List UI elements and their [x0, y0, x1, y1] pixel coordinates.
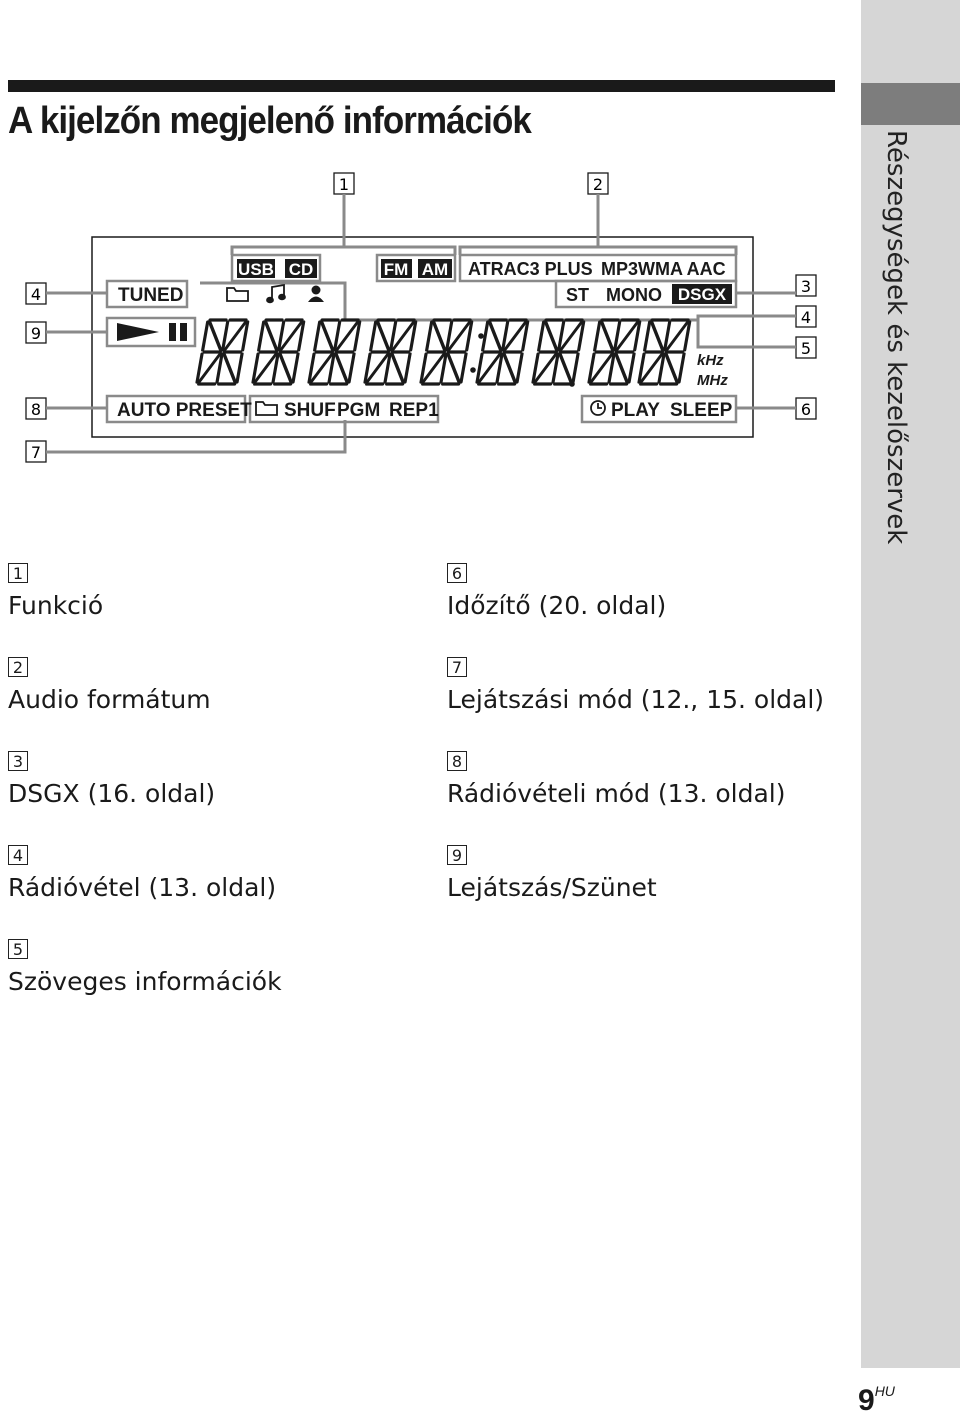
- page-number-value: 9: [858, 1384, 875, 1417]
- page-heading: A kijelzőn megjelenő információk: [8, 100, 532, 142]
- legend-number-7: 7: [447, 657, 467, 677]
- pgm-indicator: PGM: [337, 400, 380, 421]
- side-tab-label: Részegységek és kezelőszervek: [881, 130, 911, 545]
- legend-number-5: 5: [8, 939, 28, 959]
- callout-label-8: 8: [31, 400, 41, 419]
- legend-number-6: 6: [447, 563, 467, 583]
- segment-dot: [569, 381, 575, 387]
- tuned-indicator: TUNED: [118, 285, 183, 306]
- leader-2: [458, 194, 738, 255]
- group-box-preset: [105, 394, 247, 424]
- cd-indicator: CD: [289, 260, 314, 279]
- top-rule: [8, 80, 835, 92]
- group-box-tuned: [105, 279, 189, 309]
- legend-number-8: 8: [447, 751, 467, 771]
- play-indicator: PLAY: [611, 400, 660, 421]
- legend-text-3: DSGX (16. oldal): [8, 779, 216, 808]
- folder-icon-shuffle: [255, 401, 278, 416]
- segment-digit: [475, 318, 530, 386]
- dsgx-indicator: DSGX: [678, 285, 727, 304]
- callout-label-4-right: 4: [801, 308, 811, 327]
- st-indicator: ST: [566, 285, 589, 305]
- legend-number-3: 3: [8, 751, 28, 771]
- auto-preset-indicator: AUTO PRESET: [117, 400, 252, 421]
- legend-item-1: 1 Funkció: [8, 563, 282, 657]
- callout-label-2: 2: [593, 175, 603, 194]
- legend-item-4: 4 Rádióvétel (13. oldal): [8, 845, 282, 939]
- legend-text-2: Audio formátum: [8, 685, 211, 714]
- timer-icon: [590, 400, 606, 416]
- legend-item-8: 8 Rádióvételi mód (13. oldal): [447, 751, 824, 845]
- group-box-mode: [248, 394, 440, 424]
- legend-item-6: 6 Időzítő (20. oldal): [447, 563, 824, 657]
- group-box-stmono: [554, 279, 738, 309]
- segment-digit: [637, 318, 692, 386]
- page-number-suffix: HU: [874, 1383, 895, 1399]
- callout-label-7: 7: [31, 443, 41, 462]
- mhz-indicator: MHz: [697, 372, 728, 389]
- callout-label-4-left: 4: [31, 285, 41, 304]
- callout-box-3: [795, 274, 817, 297]
- legend-number-4: 4: [8, 845, 28, 865]
- segment-digit: [531, 318, 586, 386]
- segment-digit: [307, 318, 362, 386]
- page-number: 9HU: [858, 1383, 895, 1418]
- group-box-band: [375, 253, 457, 283]
- callout-label-3: 3: [801, 277, 811, 296]
- legend-item-7: 7 Lejátszási mód (12., 15. oldal): [447, 657, 824, 751]
- group-box-timer: [580, 394, 738, 424]
- usb-indicator: USB: [238, 260, 274, 279]
- shuf-indicator: SHUF: [284, 400, 336, 421]
- segment-digit: [251, 318, 306, 386]
- legend-item-5: 5 Szöveges információk: [8, 939, 282, 1033]
- legend-text-5: Szöveges információk: [8, 967, 282, 996]
- segment-digit: [419, 318, 474, 386]
- fm-indicator: FM: [384, 260, 409, 279]
- sleep-indicator: SLEEP: [670, 400, 733, 421]
- leader-1: [230, 194, 457, 255]
- legend-item-3: 3 DSGX (16. oldal): [8, 751, 282, 845]
- legend-text-9: Lejátszás/Szünet: [447, 873, 657, 902]
- callout-label-1: 1: [339, 175, 349, 194]
- atrac-indicator: ATRAC3 PLUS: [468, 259, 593, 279]
- legend-text-6: Időzítő (20. oldal): [447, 591, 667, 620]
- mono-indicator: MONO: [606, 285, 662, 305]
- folder-icon: [226, 287, 249, 302]
- display-frame: [91, 236, 754, 438]
- legend-column-left: 1 Funkció 2 Audio formátum 3 DSGX (16. o…: [8, 563, 282, 1033]
- artist-icon: [308, 285, 324, 302]
- side-tab-marker: [861, 83, 960, 125]
- legend-item-2: 2 Audio formátum: [8, 657, 282, 751]
- segment-display: [195, 318, 692, 387]
- legend-number-1: 1: [8, 563, 28, 583]
- leader-7: [46, 420, 347, 454]
- group-box-function: [230, 253, 322, 283]
- legend-column-right: 6 Időzítő (20. oldal) 7 Lejátszási mód (…: [447, 563, 824, 939]
- play-pause-icon: [117, 323, 187, 341]
- side-tab: [861, 0, 960, 1368]
- segment-dot: [478, 333, 484, 339]
- mp3wma-indicator: MP3WMA AAC: [601, 259, 726, 279]
- legend-text-7: Lejátszási mód (12., 15. oldal): [447, 685, 825, 714]
- group-box-play: [105, 316, 197, 348]
- lcd-display-diagram: 1 2 4 9 8 7 3 4 5 6: [25, 172, 817, 463]
- segment-digit: [195, 318, 250, 386]
- segment-digit: [363, 318, 418, 386]
- legend-text-8: Rádióvételi mód (13. oldal): [447, 779, 786, 808]
- callout-label-9: 9: [31, 324, 41, 343]
- music-note-icon: [266, 283, 286, 304]
- segment-digit: [587, 318, 642, 386]
- callout-label-6: 6: [801, 400, 811, 419]
- segment-dot: [470, 367, 476, 373]
- am-indicator: AM: [422, 260, 448, 279]
- rep1-indicator: REP1: [389, 400, 439, 421]
- leader-5: [696, 320, 796, 349]
- legend-text-4: Rádióvétel (13. oldal): [8, 873, 277, 902]
- legend-text-1: Funkció: [8, 591, 104, 620]
- legend-item-9: 9 Lejátszás/Szünet: [447, 845, 824, 939]
- khz-indicator: kHz: [697, 352, 724, 369]
- callout-label-5: 5: [801, 339, 811, 358]
- legend-number-9: 9: [447, 845, 467, 865]
- legend-number-2: 2: [8, 657, 28, 677]
